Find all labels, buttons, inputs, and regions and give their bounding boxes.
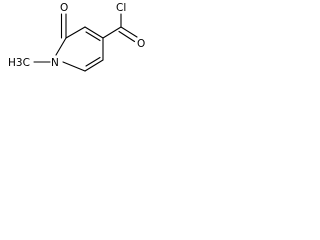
bond-carbonyl-o-second bbox=[118, 30, 136, 43]
ring-carbonyl bbox=[60, 13, 67, 39]
atom-label-chlorine: Cl bbox=[116, 2, 126, 14]
bond-c5-c6-inner bbox=[85, 56, 101, 67]
acyl-chloride-group bbox=[102, 13, 138, 43]
atom-label-methyl: H3C bbox=[8, 57, 30, 69]
bond-c4-carbonyl bbox=[102, 26, 122, 39]
bond-c2-c3 bbox=[65, 26, 86, 39]
bond-c5-c6 bbox=[84, 59, 104, 72]
bond-carbonyl-o bbox=[120, 26, 138, 38]
bond-c6-n1 bbox=[62, 61, 86, 72]
atom-label-carbonyl-oxygen: O bbox=[60, 2, 68, 14]
bond-c3-c4-inner bbox=[85, 31, 101, 42]
bond-c3-c4 bbox=[84, 26, 104, 39]
chemical-structure: O N H3C Cl O bbox=[8, 2, 145, 72]
bond-n1-c2 bbox=[55, 37, 67, 56]
atom-label-acyl-oxygen: O bbox=[137, 38, 145, 50]
atom-label-ring-nitrogen: N bbox=[51, 57, 59, 69]
pyridinone-ring bbox=[55, 26, 104, 72]
